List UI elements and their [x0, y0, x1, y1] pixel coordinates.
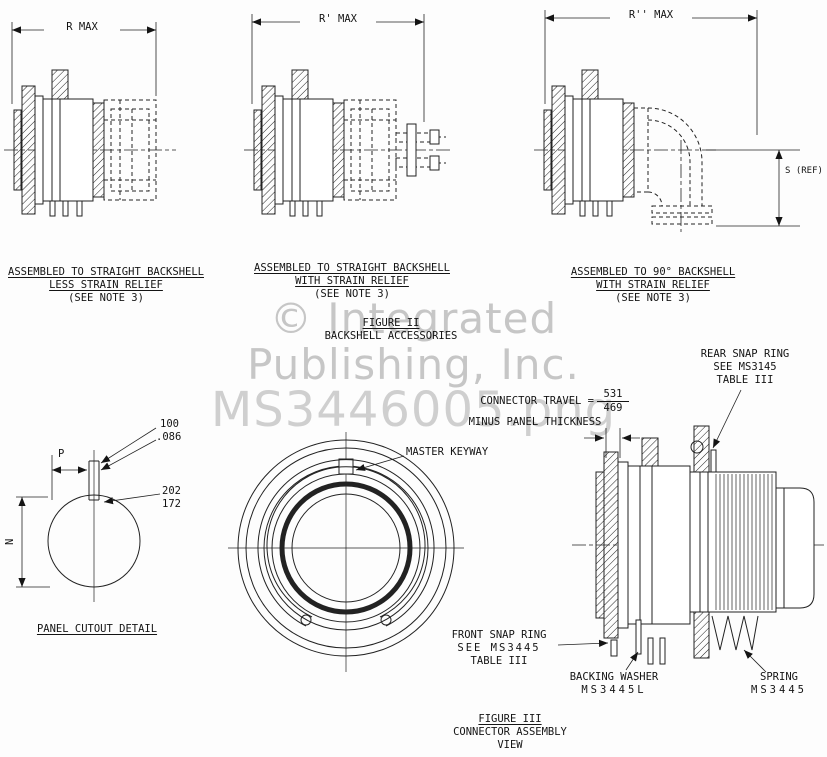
watermark-line-2: Publishing, Inc.	[247, 340, 580, 389]
panel-cutout-title-text: PANEL CUTOUT DETAIL	[36, 623, 158, 635]
figure3-caption: FIGURE III CONNECTOR ASSEMBLY VIEW	[425, 713, 595, 751]
callout-line: MS3445	[751, 683, 807, 696]
dim-slot-min: .086	[156, 431, 182, 443]
figure3-subtitle-1: CONNECTOR ASSEMBLY	[453, 725, 567, 738]
coupling-ring	[279, 481, 413, 615]
dim-label-r-prime-max: R' MAX	[300, 13, 376, 26]
view-straight-backshell-less-relief	[4, 22, 176, 217]
travel-max-value: 531	[597, 388, 629, 402]
caption-line: ASSEMBLED TO STRAIGHT BACKSHELL	[8, 266, 204, 278]
callout-line: REAR SNAP RING	[700, 348, 790, 360]
rear-snap-ring-leader	[712, 389, 742, 449]
plug-key	[641, 437, 659, 467]
figure2-title: FIGURE II	[362, 317, 420, 329]
panel-cutout-title: PANEL CUTOUT DETAIL	[14, 623, 180, 636]
travel-min-value: 469	[603, 401, 623, 414]
master-keyway-label: MASTER KEYWAY	[406, 446, 489, 458]
connector-body	[253, 69, 345, 217]
dim-depth-min: 172	[162, 498, 181, 510]
caption-line: WITH STRAIN RELIEF	[596, 278, 710, 291]
keyway-slot	[88, 460, 100, 501]
caption-straight-with-relief: ASSEMBLED TO STRAIGHT BACKSHELL WITH STR…	[244, 262, 460, 300]
connector-travel-note: MINUS PANEL THICKNESS	[453, 416, 617, 429]
backing-washer-part	[635, 619, 642, 655]
view-straight-backshell-with-relief	[244, 14, 452, 217]
callout-line: SPRING	[760, 671, 798, 683]
caption-note: (SEE NOTE 3)	[615, 291, 691, 304]
clamp-saddle	[406, 123, 417, 177]
plug-body	[627, 465, 691, 625]
callout-line: MS3445L	[581, 683, 647, 696]
watermark-line-3: MS3446005.png	[210, 382, 617, 438]
callout-line: TABLE III	[716, 373, 774, 386]
dim-label-p: P	[58, 448, 65, 460]
receptacle-barrel	[689, 471, 777, 613]
caption-line: ASSEMBLED TO STRAIGHT BACKSHELL	[254, 262, 450, 274]
connector-travel-label: CONNECTOR TRAVEL =	[480, 395, 594, 407]
elbow-backshell-outline	[633, 107, 713, 225]
callout-line: SEE MS3445	[457, 641, 541, 654]
callout-line: FRONT SNAP RING	[451, 629, 547, 641]
caption-line: WITH STRAIN RELIEF	[295, 274, 409, 287]
caption-straight-less-relief: ASSEMBLED TO STRAIGHT BACKSHELL LESS STR…	[2, 266, 210, 304]
figure2-subtitle: BACKSHELL ACCESSORIES	[324, 329, 458, 342]
spring-part	[711, 615, 759, 651]
callout-line: TABLE III	[470, 654, 528, 667]
view-90-backshell-with-relief	[534, 10, 800, 232]
callout-line: BACKING WASHER	[569, 671, 659, 683]
front-snap-ring-callout: FRONT SNAP RING SEE MS3445 TABLE III	[441, 629, 557, 667]
spring-callout: SPRING MS3445	[735, 671, 823, 697]
figure2-caption: FIGURE II BACKSHELL ACCESSORIES	[299, 317, 483, 343]
figure3-title: FIGURE III	[478, 713, 542, 725]
panel-hatch-top	[693, 425, 710, 477]
backshell-cap	[775, 487, 815, 609]
front-snap-ring-part	[610, 639, 618, 657]
connector-travel-values: 531 469	[597, 388, 629, 415]
front-snap-ring-leader	[557, 639, 609, 647]
backing-washer-leader	[625, 651, 639, 671]
dim-depth-max: 202	[162, 485, 181, 497]
callout-line: SEE MS3145	[713, 360, 777, 373]
caption-note: (SEE NOTE 3)	[314, 287, 390, 300]
plug-flange	[603, 451, 619, 639]
figure3-subtitle-2: VIEW	[497, 738, 523, 751]
dim-label-n: N	[4, 538, 16, 545]
spring-leader	[743, 649, 767, 673]
caption-note: (SEE NOTE 3)	[68, 291, 144, 304]
caption-line: LESS STRAIN RELIEF	[49, 278, 163, 291]
connector-assembly-view	[557, 389, 824, 673]
clamp-screw-top	[429, 129, 440, 145]
connector-body	[543, 69, 635, 217]
watermark-line-1: © Integrated	[269, 294, 558, 343]
caption-90-with-relief: ASSEMBLED TO 90° BACKSHELL WITH STRAIN R…	[540, 266, 766, 304]
snap-ring-front-view	[257, 459, 435, 627]
dim-label-s-ref: S (REF)	[785, 166, 823, 176]
backing-washer-callout: BACKING WASHER MS3445L	[550, 671, 678, 697]
travel-note-text: MINUS PANEL THICKNESS	[468, 416, 602, 428]
panel-hatch-bottom	[693, 611, 710, 659]
dim-label-r-double-prime-max: R'' MAX	[610, 9, 692, 22]
master-keyway-leader	[355, 455, 405, 471]
panel-cutout-detail-view	[16, 427, 161, 602]
connector-front-view	[228, 432, 464, 672]
clamp-screw-bottom	[429, 155, 440, 171]
connector-body	[13, 69, 105, 217]
dim-label-r-max: R MAX	[44, 21, 120, 34]
caption-line: ASSEMBLED TO 90° BACKSHELL	[570, 266, 736, 278]
dim-slot-max: 100	[160, 418, 179, 430]
rear-snap-ring-callout: REAR SNAP RING SEE MS3145 TABLE III	[689, 348, 801, 386]
thread-lines	[715, 474, 773, 610]
